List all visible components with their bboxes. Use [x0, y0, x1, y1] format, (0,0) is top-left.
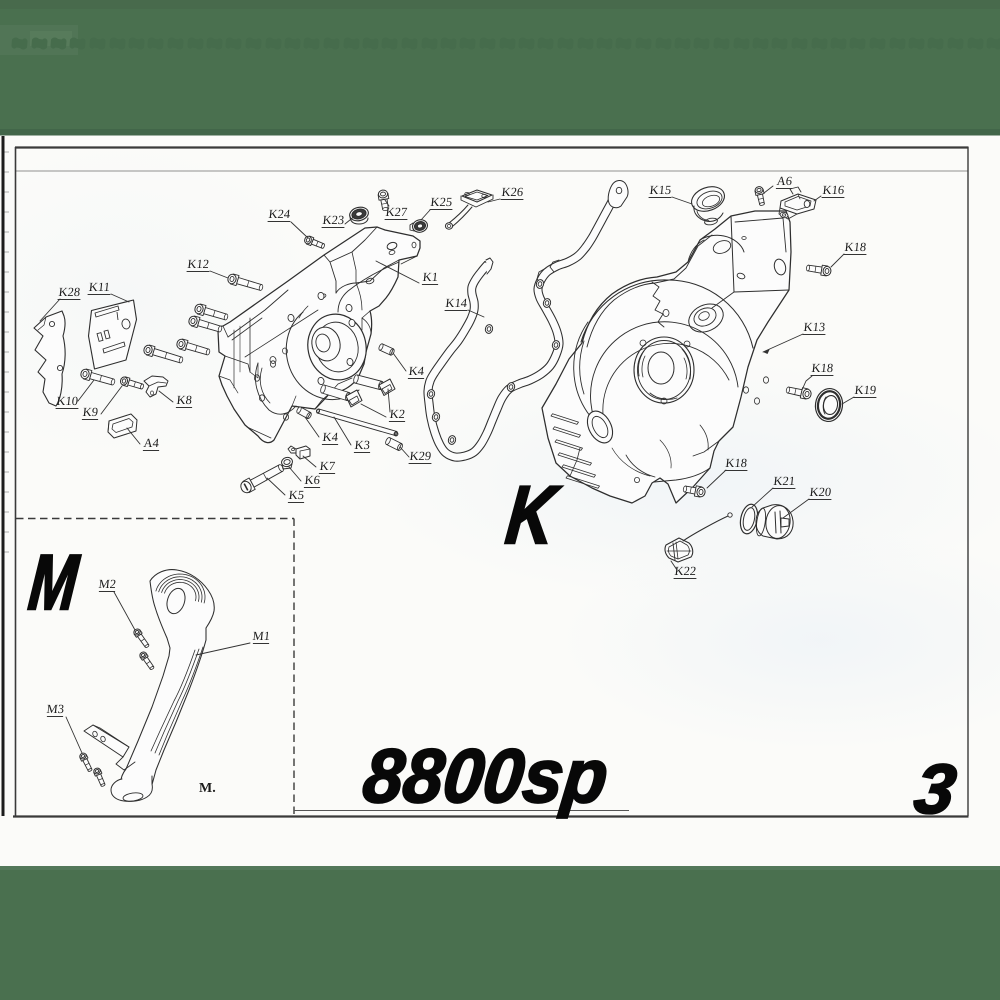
svg-text:K26: K26 — [501, 185, 524, 199]
svg-text:K15: K15 — [649, 183, 672, 197]
svg-text:K18: K18 — [844, 240, 867, 254]
svg-text:K4: K4 — [322, 430, 339, 444]
svg-text:K5: K5 — [288, 488, 305, 502]
svg-text:M3: M3 — [46, 702, 65, 716]
svg-text:K4: K4 — [408, 364, 425, 378]
svg-text:K14: K14 — [445, 296, 469, 310]
svg-text:K24: K24 — [268, 207, 292, 221]
svg-text:K25: K25 — [430, 195, 453, 209]
svg-text:K8: K8 — [176, 393, 193, 407]
svg-text:K11: K11 — [88, 280, 111, 294]
svg-text:K27: K27 — [385, 205, 408, 219]
svg-text:K29: K29 — [409, 449, 432, 463]
svg-text:M2: M2 — [98, 577, 117, 591]
svg-text:K19: K19 — [854, 383, 877, 397]
svg-text:K23: K23 — [322, 213, 345, 227]
svg-text:K12: K12 — [187, 257, 210, 271]
svg-text:K20: K20 — [809, 485, 832, 499]
svg-text:A4: A4 — [143, 436, 160, 450]
svg-text:K7: K7 — [319, 459, 336, 473]
svg-text:K18: K18 — [811, 361, 834, 375]
svg-text:K16: K16 — [822, 183, 845, 197]
svg-text:K2: K2 — [389, 407, 406, 421]
svg-text:K9: K9 — [82, 405, 99, 419]
svg-text:K10: K10 — [56, 394, 79, 408]
svg-text:A6: A6 — [776, 174, 793, 188]
svg-text:K6: K6 — [304, 473, 321, 487]
svg-text:K22: K22 — [674, 564, 697, 578]
svg-text:K28: K28 — [58, 285, 81, 299]
svg-text:K21: K21 — [773, 474, 796, 488]
svg-text:M1: M1 — [252, 629, 271, 643]
svg-text:K1: K1 — [422, 270, 439, 284]
svg-text:M.: M. — [199, 781, 216, 796]
svg-text:K13: K13 — [803, 320, 826, 334]
svg-text:K3: K3 — [354, 438, 371, 452]
svg-text:8800sp: 8800sp — [359, 733, 612, 818]
svg-text:K18: K18 — [725, 456, 748, 470]
